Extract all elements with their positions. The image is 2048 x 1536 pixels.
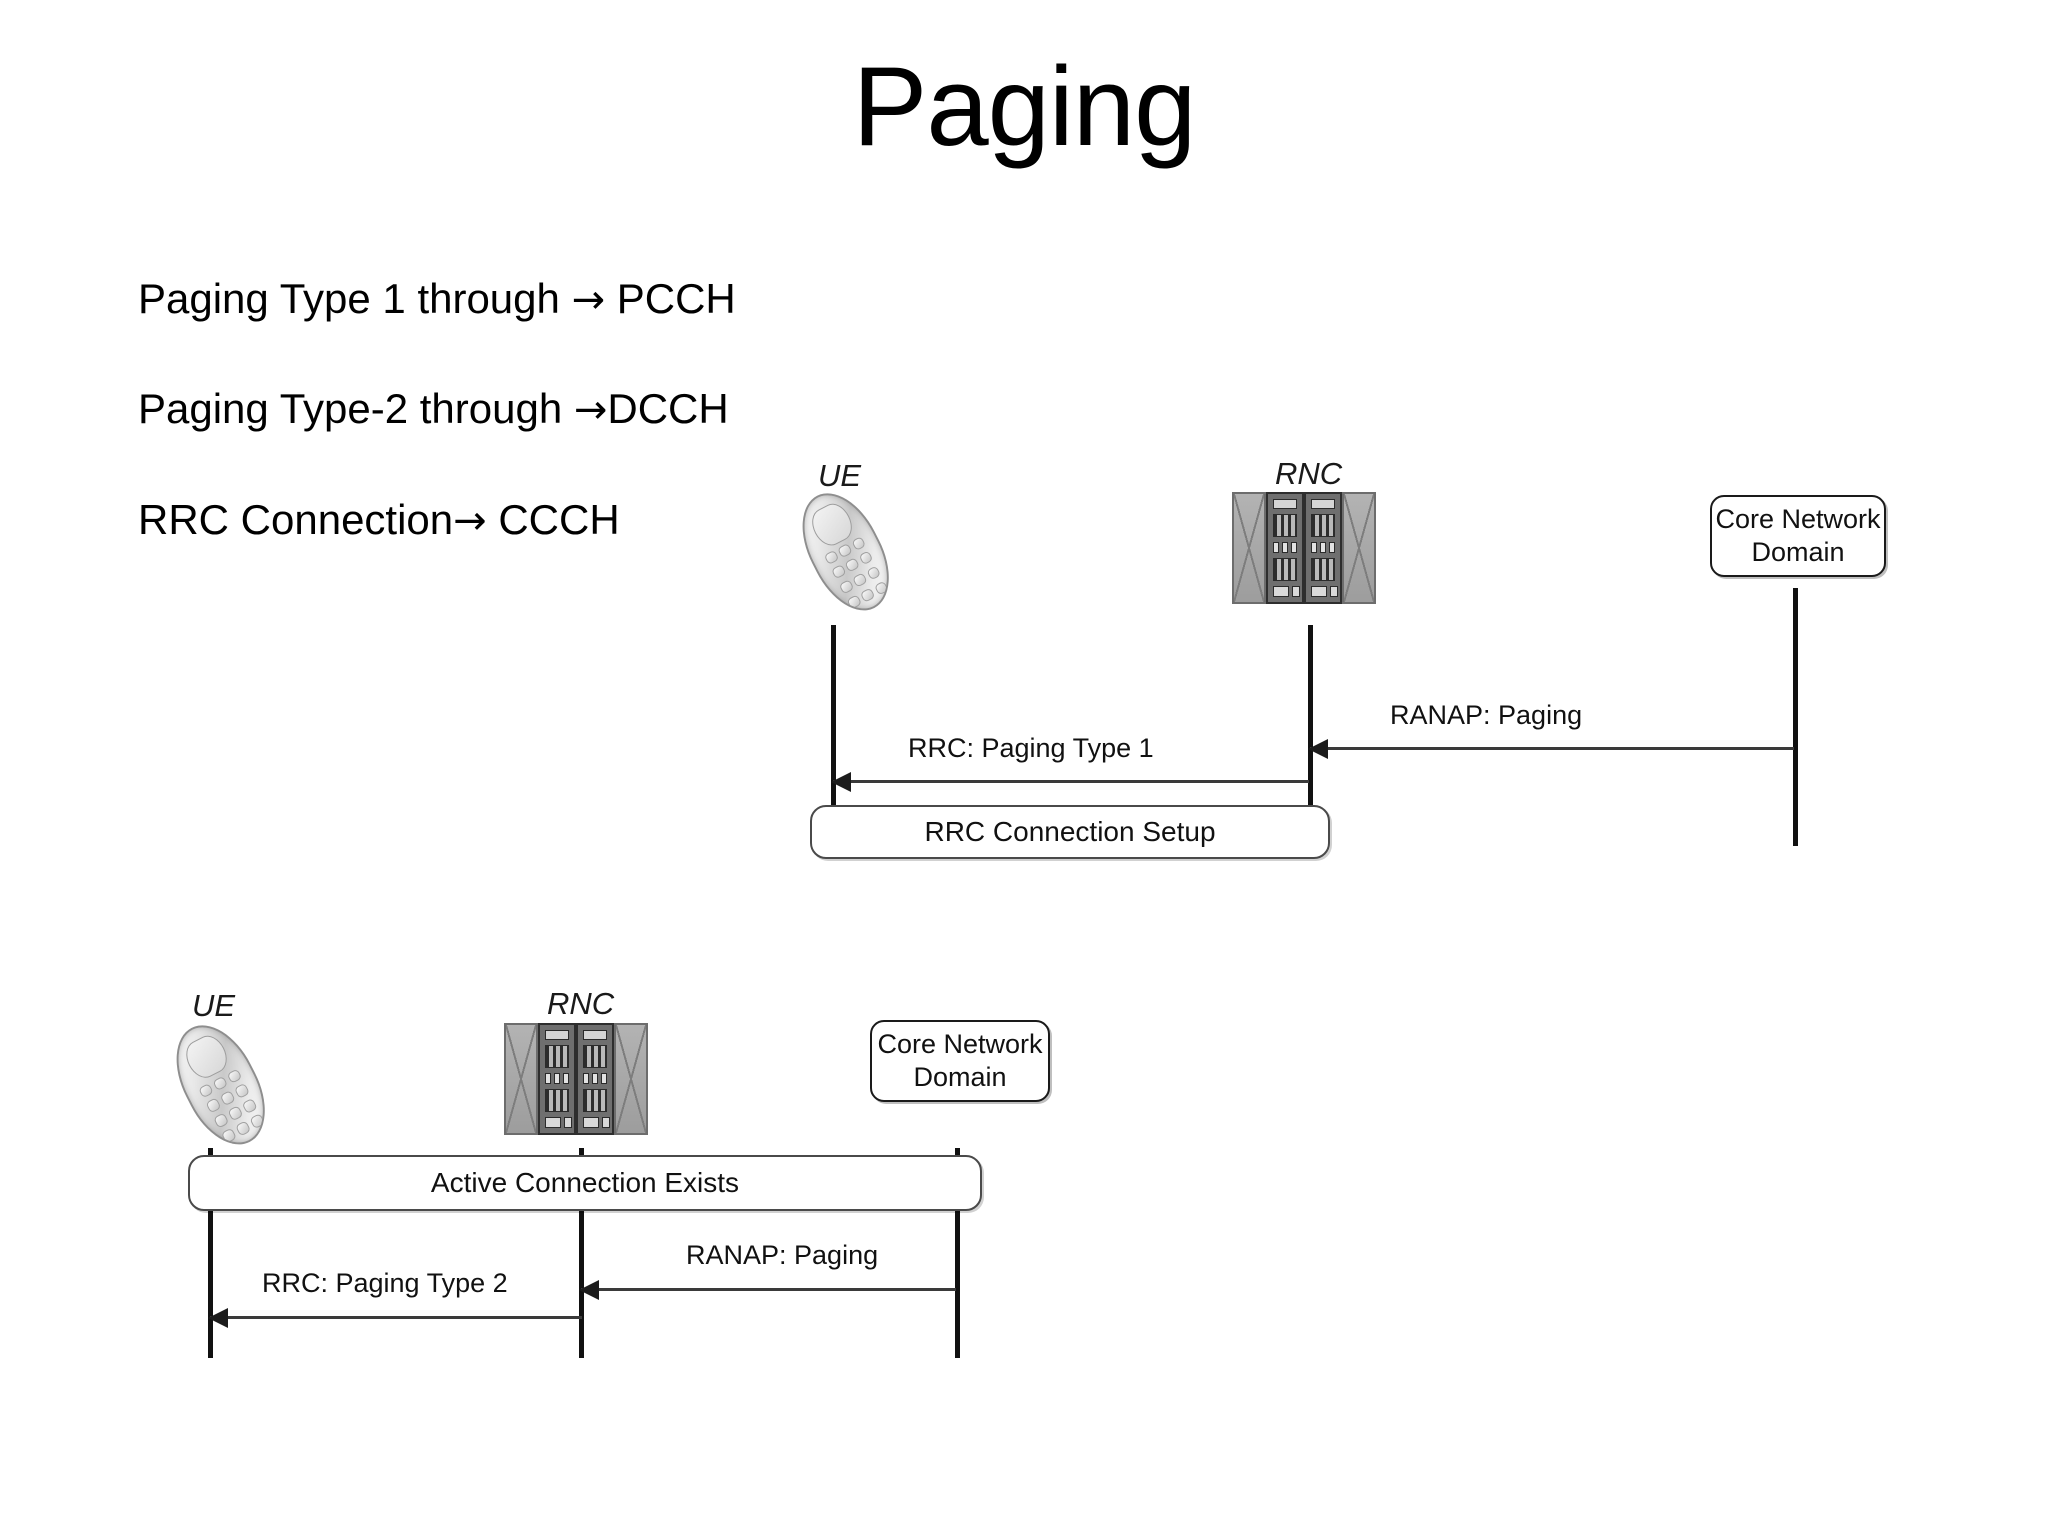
note-active-connection-exists: Active Connection Exists [188, 1155, 982, 1211]
rnc-rack-icon [504, 1023, 648, 1135]
right-arrow-icon: → [573, 387, 608, 434]
lifeline-tick-core-network [955, 1148, 960, 1159]
bullet-1-text-before: Paging Type 1 through [138, 275, 572, 322]
bullet-2-text-after: DCCH [607, 385, 729, 433]
message-label-ranap-paging: RANAP: Paging [1390, 700, 1583, 730]
lifeline-tick-rnc [579, 1148, 584, 1159]
lifeline-ue [208, 1158, 213, 1358]
actor-label-ue: UE [818, 458, 862, 493]
bullet-1-text-after: PCCH [605, 275, 736, 322]
message-label-ranap-paging: RANAP: Paging [686, 1240, 879, 1270]
page-title: Paging [852, 44, 1197, 169]
cn-label-line-1: Core Network [1715, 504, 1881, 535]
ue-phone-icon [159, 1011, 282, 1159]
ue-phone-icon [785, 479, 906, 624]
arrowhead-icon [579, 1279, 599, 1300]
cn-label-line-1: Core Network [877, 1029, 1043, 1060]
bullet-3-text-after: CCCH [486, 495, 620, 543]
bullet-item-paging-type-1: Paging Type 1 through → PCCH [138, 275, 898, 323]
bullet-item-rrc-connection: RRC Connection→ CCCH [138, 496, 898, 544]
right-arrow-icon: → [571, 277, 606, 323]
lifeline-core-network [1793, 588, 1798, 846]
message-arrow-ranap-paging [1308, 738, 1794, 759]
lifeline-ue [831, 625, 836, 845]
core-network-domain-box: Core Network Domain [870, 1020, 1050, 1102]
lifeline-tick-ue [208, 1148, 213, 1159]
actor-label-rnc: RNC [1275, 456, 1343, 491]
cn-label-line-2: Domain [1751, 537, 1845, 567]
sequence-diagram-paging-type-1: UE RNC [780, 456, 1960, 880]
bullet-3-text-before: RRC Connection [138, 495, 454, 543]
lifeline-rnc [579, 1158, 584, 1358]
cn-label-line-2: Domain [913, 1062, 1007, 1092]
bullet-item-paging-type-2: Paging Type-2 through →DCCH [138, 385, 898, 433]
note-rrc-connection-setup: RRC Connection Setup [810, 805, 1330, 859]
actor-label-ue: UE [192, 988, 236, 1023]
message-arrow-ranap-paging [579, 1279, 956, 1300]
arrowhead-icon [208, 1307, 228, 1328]
right-arrow-icon: → [453, 497, 487, 544]
bullet-2-text-before: Paging Type-2 through [138, 385, 574, 433]
lifeline-rnc [1308, 625, 1313, 845]
sequence-diagram-paging-type-2: UE RNC [159, 986, 1370, 1390]
arrowhead-icon [1308, 738, 1328, 759]
rnc-rack-icon [1232, 492, 1376, 604]
actor-label-rnc: RNC [547, 986, 615, 1021]
message-arrow-rrc-paging-type-1 [831, 771, 1309, 792]
core-network-domain-box: Core Network Domain [1710, 495, 1886, 577]
lifeline-core-network [955, 1158, 960, 1358]
arrowhead-icon [831, 771, 851, 792]
message-label-rrc-paging-type-2: RRC: Paging Type 2 [262, 1268, 508, 1298]
message-label-rrc-paging-type-1: RRC: Paging Type 1 [908, 733, 1154, 763]
message-arrow-rrc-paging-type-2 [208, 1307, 582, 1328]
bullet-list: Paging Type 1 through → PCCH Paging Type… [138, 275, 898, 606]
